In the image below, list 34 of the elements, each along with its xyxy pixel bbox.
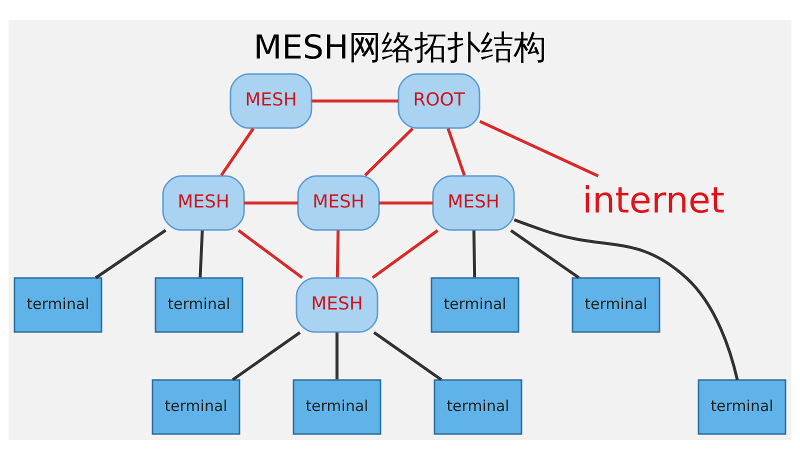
connector bbox=[510, 229, 580, 279]
connector bbox=[446, 128, 466, 176]
node-box: MESH bbox=[296, 277, 378, 333]
node-box: ROOT bbox=[398, 73, 480, 129]
node-box: terminal bbox=[154, 277, 244, 333]
connector bbox=[94, 229, 166, 280]
node-text: internet bbox=[582, 180, 725, 222]
node-box: terminal bbox=[14, 277, 102, 333]
node-box: terminal bbox=[430, 277, 520, 333]
connector bbox=[479, 120, 599, 178]
connector bbox=[364, 127, 414, 176]
connector bbox=[336, 230, 340, 278]
connector bbox=[472, 230, 476, 278]
connector bbox=[336, 332, 338, 380]
node-box: terminal bbox=[434, 379, 522, 435]
connector bbox=[379, 202, 433, 204]
connector bbox=[372, 229, 439, 279]
connector bbox=[232, 331, 301, 381]
node-box: terminal bbox=[572, 277, 660, 333]
connector bbox=[312, 100, 398, 102]
connector bbox=[244, 202, 298, 204]
node-box: terminal bbox=[152, 379, 240, 435]
connector bbox=[198, 230, 204, 278]
connector bbox=[373, 331, 442, 381]
node-box: MESH bbox=[162, 175, 245, 231]
node-box: MESH bbox=[297, 175, 380, 231]
connector bbox=[514, 218, 739, 380]
node-box: MESH bbox=[230, 73, 312, 129]
node-box: MESH bbox=[432, 175, 515, 231]
diagram-title: MESH网络拓扑结构 bbox=[253, 27, 547, 66]
node-box: terminal bbox=[292, 379, 382, 435]
node-box: terminal bbox=[698, 379, 786, 435]
connector bbox=[220, 128, 254, 176]
connector bbox=[238, 229, 304, 279]
